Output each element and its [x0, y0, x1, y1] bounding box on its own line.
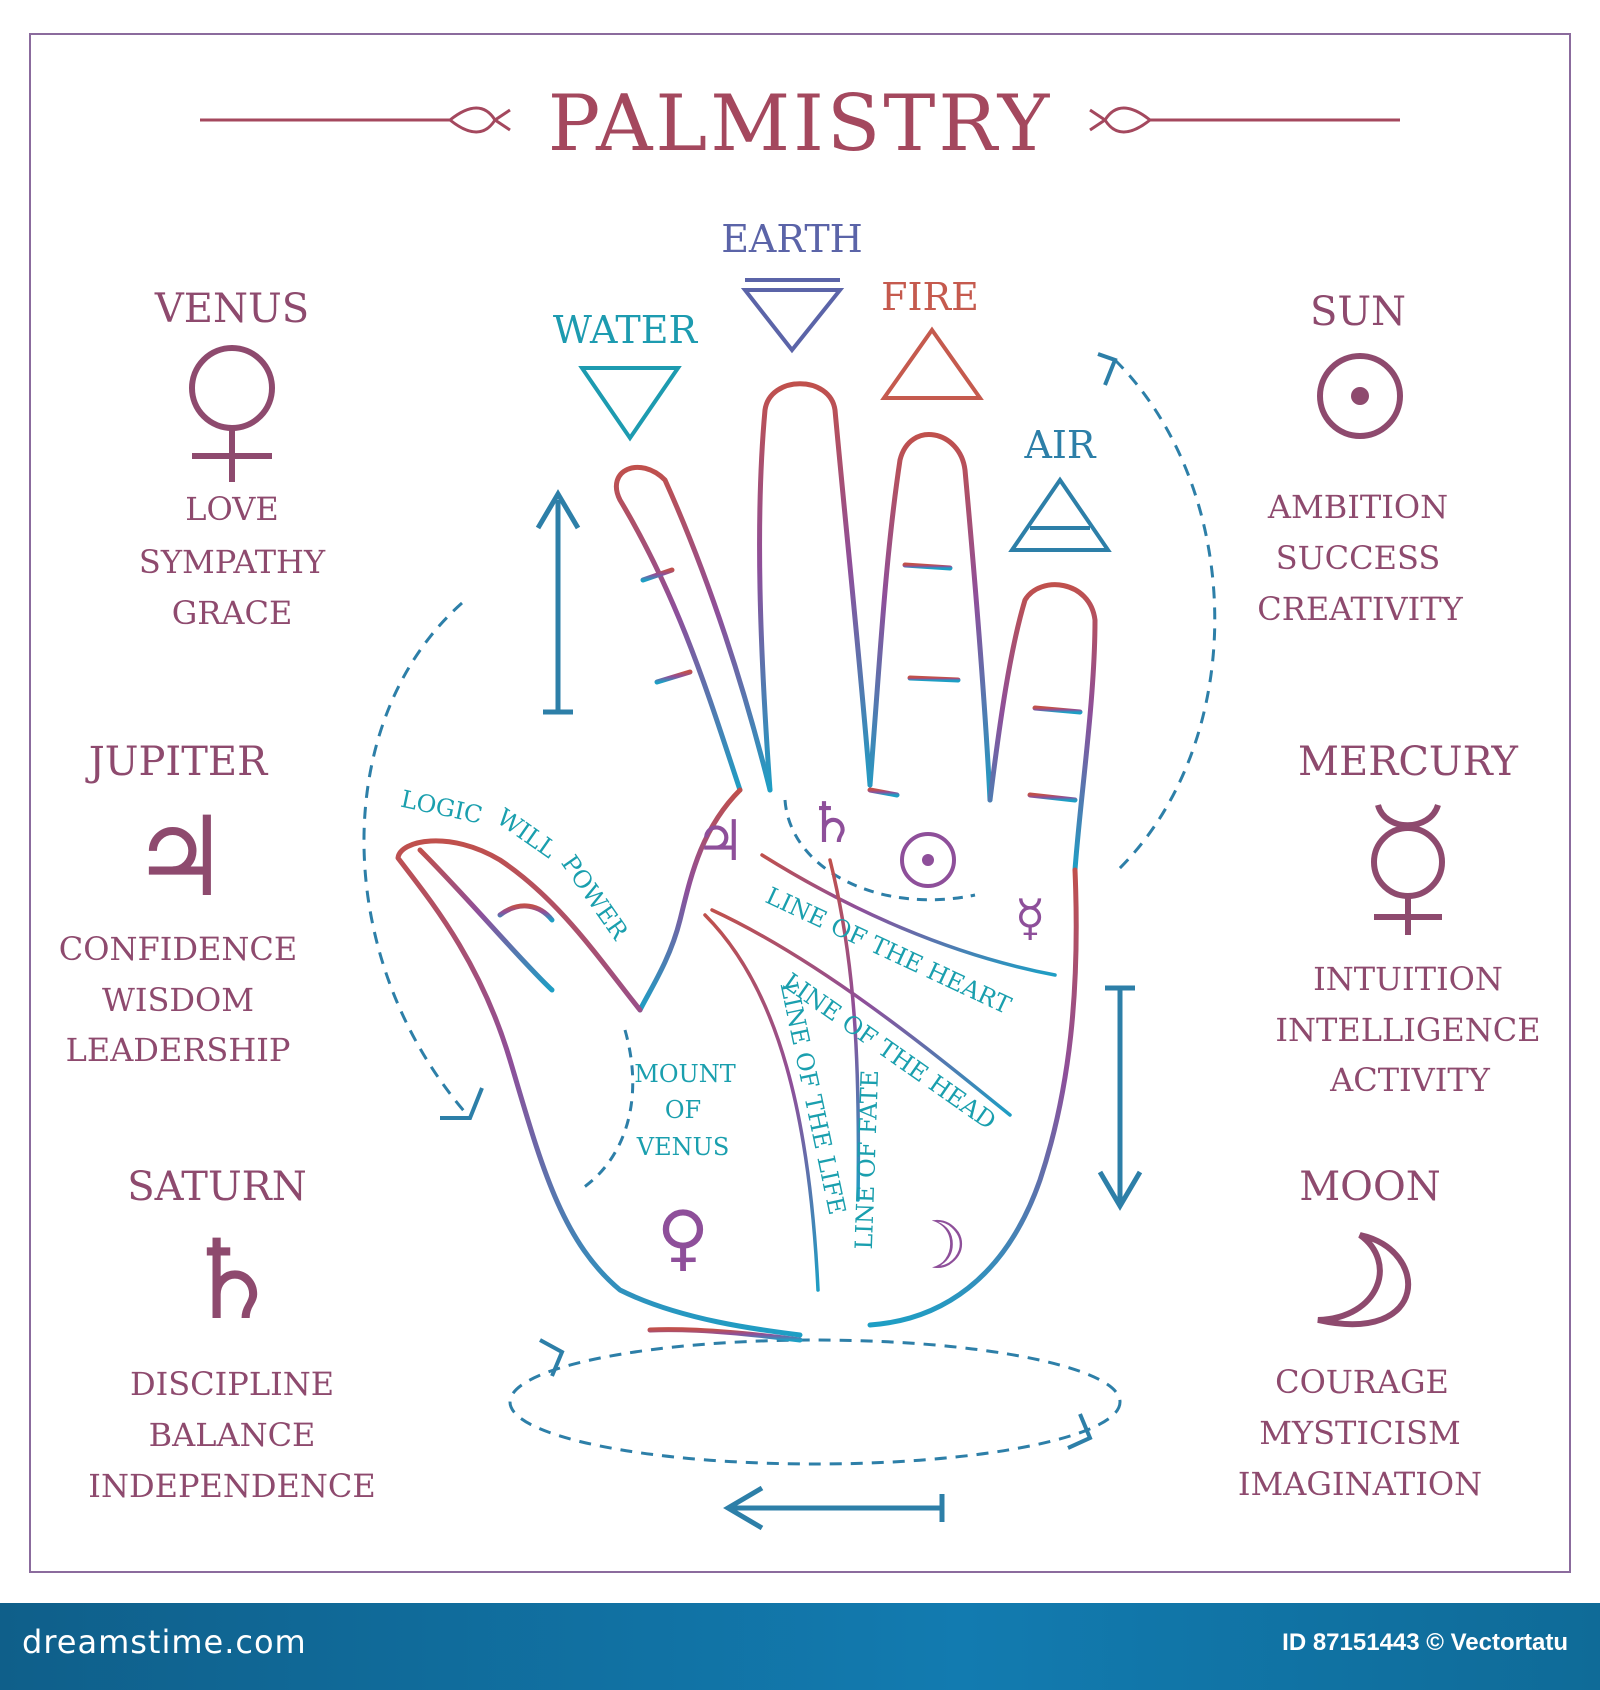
- venus-trait-3: GRACE: [172, 594, 293, 632]
- palmistry-artwork: PALMISTRY EARTH FIRE WATER AIR VENUS LOV…: [29, 33, 1571, 1573]
- jupiter-block: JUPITER ♃ CONFIDENCE WISDOM LEADERSHIP: [59, 739, 297, 1069]
- palm-lines: [703, 853, 1057, 1292]
- jupiter-title: JUPITER: [85, 739, 269, 785]
- thumb-label-power: POWER: [556, 850, 635, 946]
- hand-outline: [395, 381, 1098, 1343]
- earth-label: EARTH: [721, 217, 863, 261]
- mount-of-venus-line-2: OF: [665, 1096, 701, 1124]
- thumb-label-will: WILL: [492, 803, 562, 864]
- palm-saturn-icon: ♄: [807, 791, 857, 856]
- palm-mercury-icon: ☿: [1015, 889, 1046, 947]
- earth-triangle-icon: [740, 278, 845, 354]
- head-line: [710, 908, 1012, 1117]
- footer-bar: dreamstime.com ID 87151443 © Vectortatu: [0, 1603, 1600, 1690]
- saturn-symbol-icon: ♄: [183, 1216, 282, 1344]
- page-title: PALMISTRY: [548, 79, 1052, 169]
- moon-symbol-icon: [1317, 1232, 1411, 1328]
- moon-trait-1: COURAGE: [1275, 1363, 1449, 1401]
- jupiter-trait-1: CONFIDENCE: [59, 930, 297, 968]
- palm-jupiter-icon: ♃: [695, 809, 745, 874]
- saturn-trait-2: BALANCE: [149, 1416, 316, 1454]
- sun-title: SUN: [1310, 289, 1406, 335]
- footer-brand-logo[interactable]: dreamstime.com: [22, 1623, 307, 1661]
- venus-title: VENUS: [154, 286, 309, 332]
- sun-trait-1: AMBITION: [1267, 488, 1448, 526]
- mercury-symbol-icon: [1371, 803, 1445, 935]
- saturn-trait-3: INDEPENDENCE: [88, 1467, 375, 1505]
- jupiter-symbol-icon: ♃: [131, 793, 230, 921]
- solid-arrows: [535, 489, 1143, 1531]
- arrow-heads: [440, 352, 1118, 1450]
- air-triangle-icon: [1008, 476, 1112, 552]
- moon-trait-3: IMAGINATION: [1238, 1465, 1482, 1503]
- sun-block: SUN AMBITION SUCCESS CREATIVITY: [1257, 289, 1463, 628]
- mercury-trait-3: ACTIVITY: [1329, 1061, 1491, 1099]
- venus-symbol-icon: [189, 345, 275, 482]
- moon-block: MOON COURAGE MYSTICISM IMAGINATION: [1238, 1164, 1482, 1503]
- fire-label: FIRE: [881, 275, 979, 319]
- saturn-title: SATURN: [127, 1164, 307, 1210]
- title-ornament-left: [200, 106, 511, 134]
- palm-sun-icon: [900, 832, 956, 888]
- fate-line: [828, 858, 861, 1202]
- saturn-block: SATURN ♄ DISCIPLINE BALANCE INDEPENDENCE: [88, 1164, 375, 1505]
- sun-symbol-icon: [1317, 353, 1403, 439]
- jupiter-trait-2: WISDOM: [102, 981, 254, 1019]
- sun-trait-3: CREATIVITY: [1257, 590, 1463, 628]
- air-label: AIR: [1023, 423, 1096, 467]
- saturn-trait-1: DISCIPLINE: [130, 1365, 334, 1403]
- venus-trait-1: LOVE: [185, 490, 278, 528]
- moon-title: MOON: [1299, 1164, 1441, 1210]
- palm-venus-icon: ♀: [657, 1195, 710, 1279]
- jupiter-trait-3: LEADERSHIP: [66, 1031, 291, 1069]
- mercury-block: MERCURY INTUITION INTELLIGENCE ACTIVITY: [1275, 739, 1540, 1099]
- life-line: [703, 913, 820, 1292]
- title-ornament-right: [1089, 106, 1400, 134]
- frame-border: [29, 33, 1571, 1573]
- footer-credit: ID 87151443 © Vectortatu: [1282, 1629, 1568, 1656]
- line-of-fate-label: LINE OF FATE: [850, 1069, 884, 1250]
- dashed-arrows: [362, 358, 1217, 1466]
- moon-trait-2: MYSTICISM: [1259, 1414, 1461, 1452]
- water-triangle-icon: [578, 366, 682, 442]
- mercury-trait-2: INTELLIGENCE: [1275, 1011, 1540, 1049]
- water-label: WATER: [553, 308, 699, 352]
- palm-moon-icon: ☽: [908, 1207, 967, 1284]
- mercury-trait-1: INTUITION: [1313, 960, 1503, 998]
- heart-line: [760, 853, 1057, 977]
- mount-of-venus-line-3: VENUS: [636, 1133, 730, 1161]
- sun-trait-2: SUCCESS: [1276, 539, 1441, 577]
- venus-trait-2: SYMPATHY: [139, 543, 326, 581]
- thumb-label-logic: LOGIC: [398, 785, 485, 830]
- fire-triangle-icon: [880, 326, 984, 400]
- venus-block: VENUS LOVE SYMPATHY GRACE: [139, 286, 326, 632]
- mount-of-venus-line-1: MOUNT: [634, 1060, 735, 1088]
- mercury-title: MERCURY: [1298, 739, 1518, 785]
- palm-dashed-outlines: [579, 799, 976, 1192]
